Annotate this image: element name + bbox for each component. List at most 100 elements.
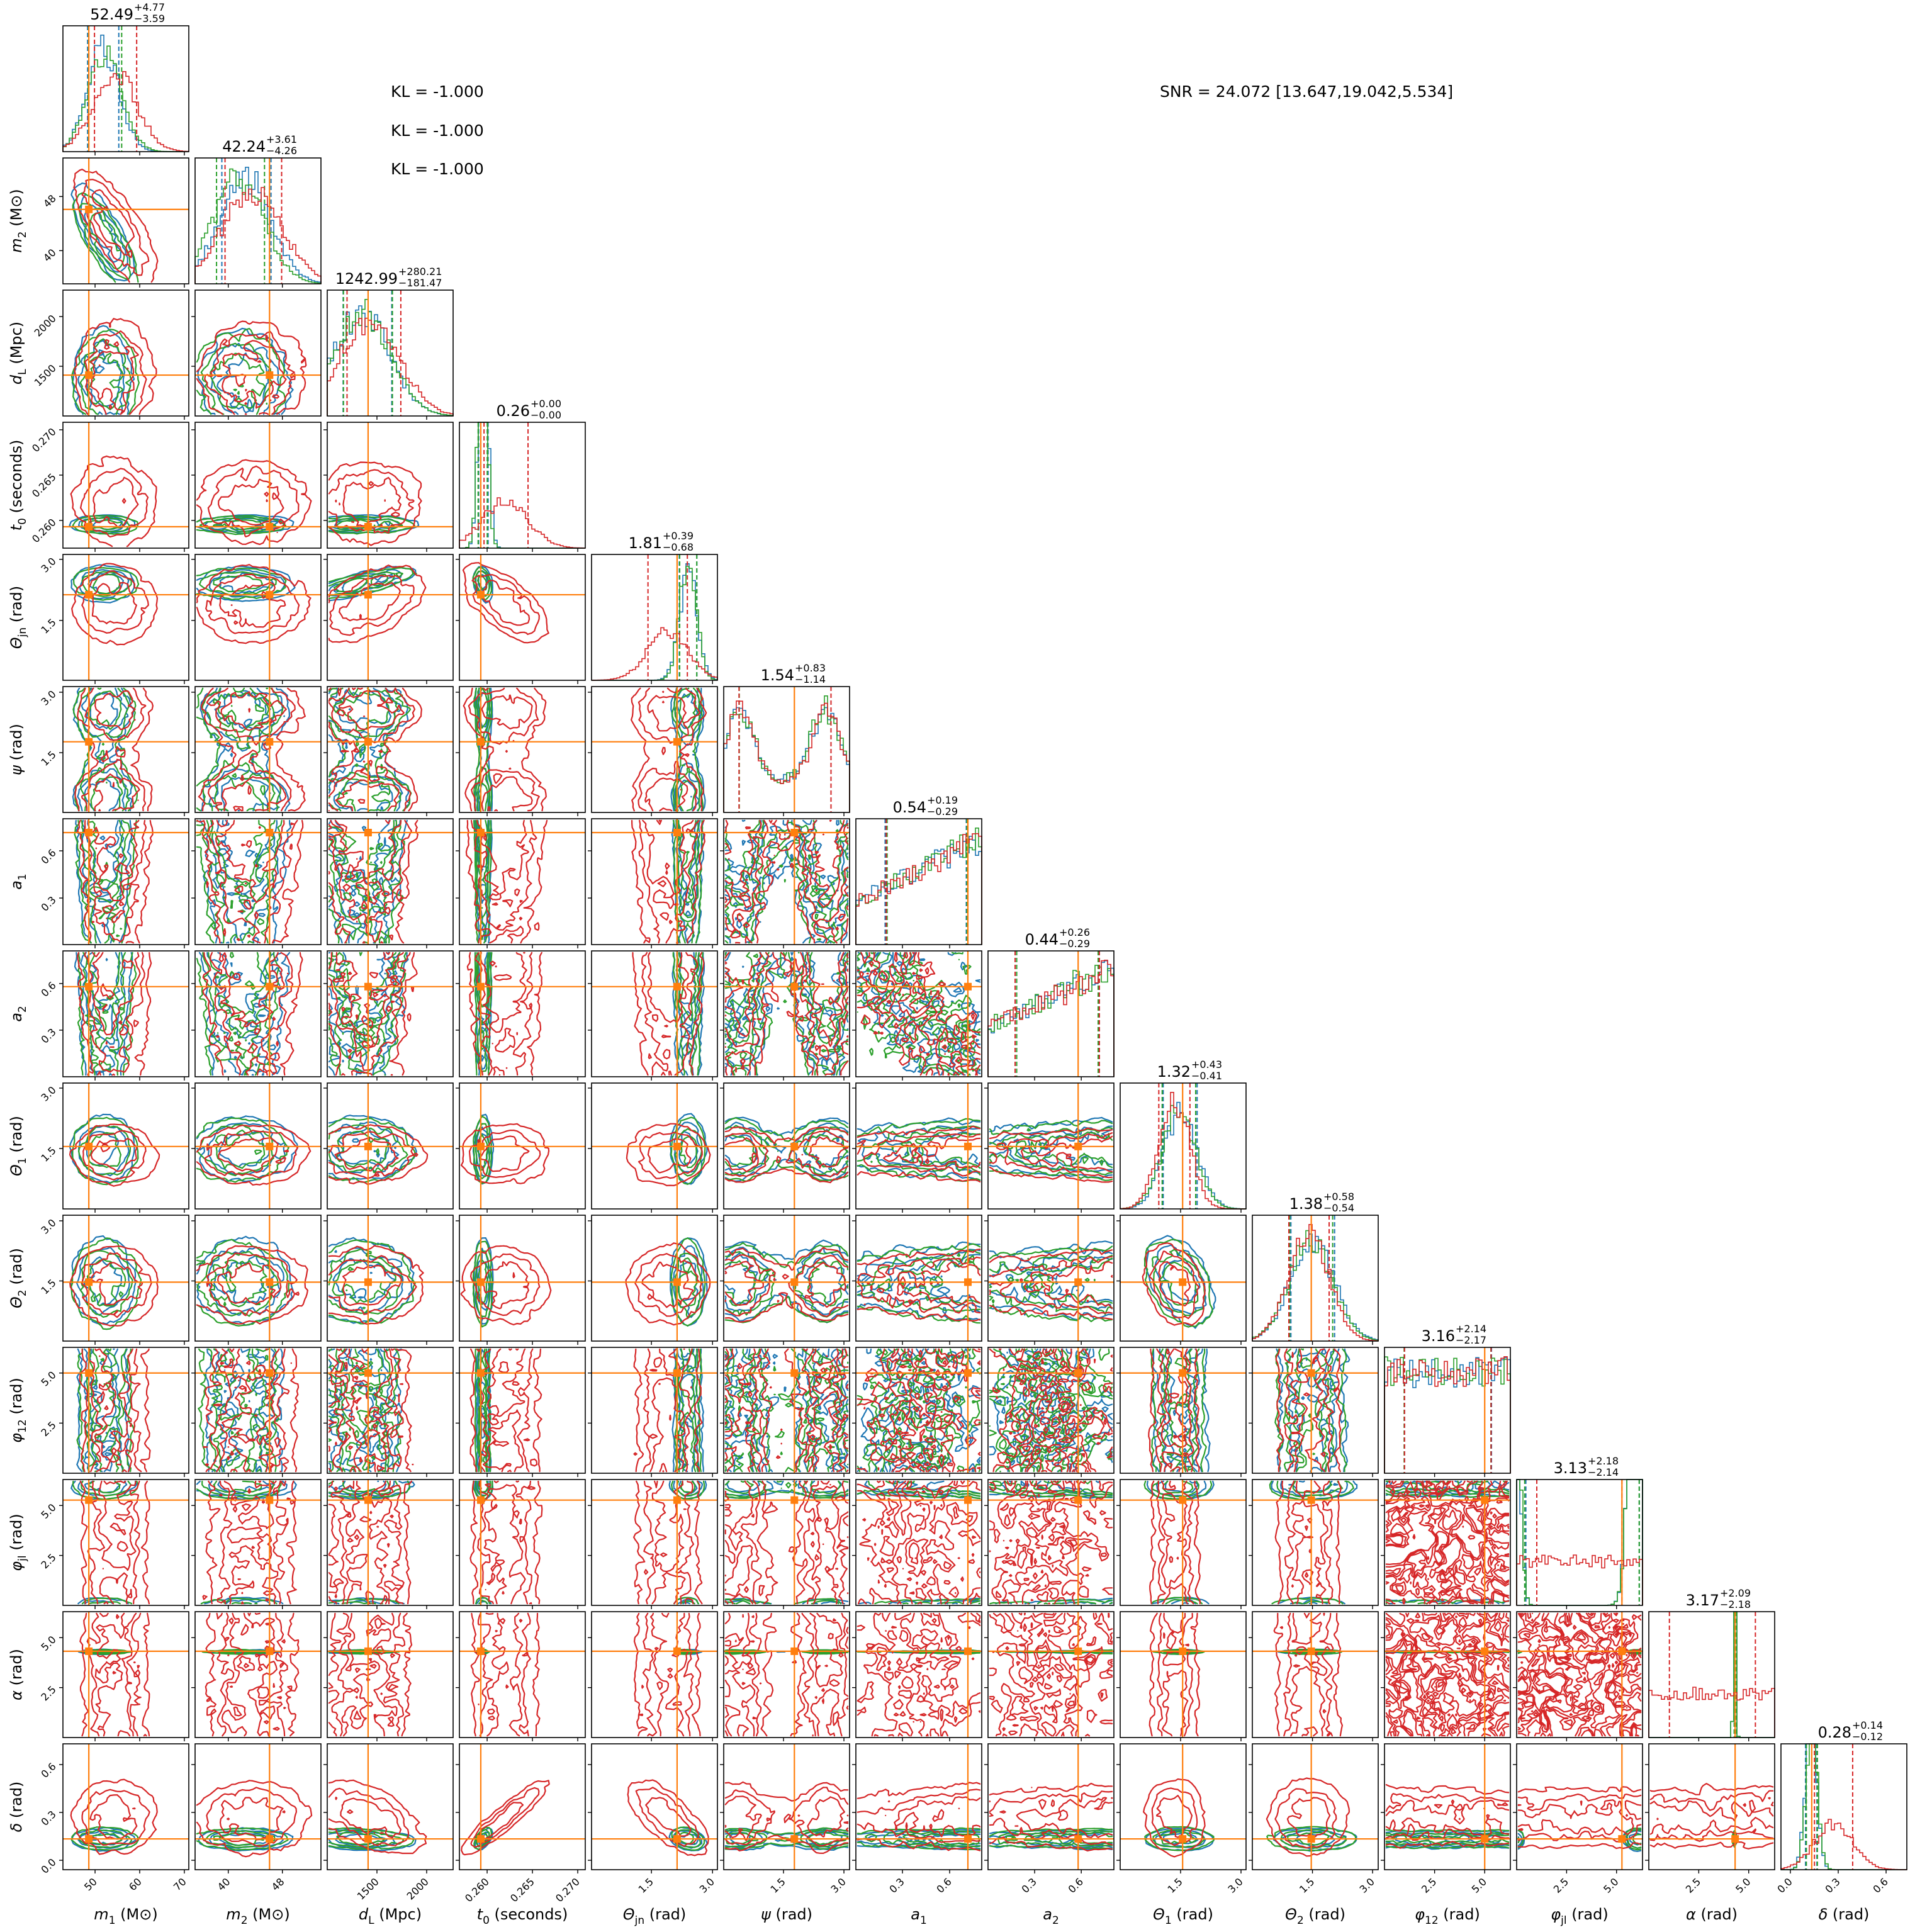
axis-label-unit: (rad) (1439, 1906, 1480, 1923)
y-axis-label-thetajn: Θjn (rad) (8, 586, 29, 649)
y-tick-label: 0.265 (30, 471, 59, 500)
x-axis-label-psi: ψ (rad) (761, 1906, 812, 1923)
truth-marker (1074, 1278, 1082, 1286)
contour-lines-series-3 (633, 1612, 702, 1737)
truth-marker (364, 591, 372, 599)
contour-panel-phijl-vs-alpha (1513, 1611, 1643, 1741)
panel-frame (987, 1215, 1115, 1342)
axis-label-unit: (rad) (8, 724, 25, 765)
panel-frame (1252, 1743, 1379, 1870)
axis-label-unit: (rad) (8, 1514, 25, 1555)
panel-frame (459, 686, 586, 813)
truth-marker (673, 1647, 681, 1655)
histogram-panel-theta1 (1120, 1082, 1247, 1213)
panel-title-minus: −0.41 (1191, 1070, 1222, 1082)
panel-frame (62, 1347, 189, 1474)
contour-lines-series-2 (328, 1239, 416, 1325)
axis-label-unit: (rad) (8, 586, 25, 627)
contour-lines-series-3 (989, 1127, 1113, 1183)
truth-marker (85, 982, 93, 991)
contour-lines-series-3 (198, 687, 306, 812)
axis-label-symbol: a (8, 880, 25, 890)
histogram-panel-delta (1780, 1743, 1907, 1873)
panel-frame (855, 1215, 982, 1342)
axis-label-symbol: a (8, 1013, 25, 1022)
panel-frame (591, 1611, 718, 1738)
contour-lines-series-3 (462, 562, 549, 644)
contour-lines-series-3 (724, 819, 849, 944)
panel-frame (1120, 1347, 1247, 1474)
panel-frame (1648, 1743, 1775, 1870)
axis-label-subscript: 2 (16, 1006, 29, 1013)
contour-lines-series-3 (1517, 1786, 1642, 1850)
contour-panel-psi-vs-a2 (720, 950, 850, 1081)
x-axis-label-phi12: φ12 (rad) (1415, 1906, 1480, 1927)
snr-annotation: SNR = 24.072 [13.647,19.042,5.534] (1160, 82, 1453, 101)
contour-panel-theta1-vs-phi12 (1116, 1347, 1247, 1477)
truth-marker (1307, 1835, 1315, 1843)
contour-panel-m1-vs-theta1 (59, 1082, 189, 1213)
axis-label-unit: (rad) (8, 1248, 25, 1289)
panel-frame (327, 289, 454, 417)
y-axis-label-theta1: Θ1 (rad) (8, 1116, 29, 1176)
histogram-step-series-3 (723, 700, 850, 812)
truth-marker (266, 523, 274, 531)
y-tick-label: 48 (41, 193, 59, 210)
panel-title-plus: +0.19 (927, 794, 958, 806)
contour-panel-m1-vs-dL (59, 289, 189, 420)
contour-panel-phi12-vs-phijl (1381, 1479, 1511, 1609)
panel-title-plus: +0.00 (531, 398, 561, 410)
contour-lines-series-2 (856, 952, 981, 1076)
panel-title-plus: +280.21 (398, 266, 442, 278)
axis-label-symbol: φ (1551, 1906, 1561, 1923)
x-axis-label-dL: dL (Mpc) (359, 1906, 422, 1927)
contour-lines-series-3 (196, 1125, 312, 1186)
x-tick-label: 3.0 (828, 1875, 848, 1895)
contour-lines-series-3 (724, 952, 849, 1076)
panel-frame (62, 422, 189, 549)
truth-marker (1618, 1835, 1626, 1843)
x-tick-label: 0.6 (1870, 1875, 1890, 1895)
truth-marker (1074, 1647, 1082, 1655)
panel-frame (62, 157, 189, 284)
contour-panel-t0-vs-phi12 (456, 1347, 586, 1477)
contour-panel-m1-vs-m2 (59, 157, 189, 288)
truth-marker (85, 1835, 93, 1843)
y-tick-label: 1.5 (38, 616, 58, 636)
panel-frame (327, 1743, 454, 1870)
histogram-step-series-3 (591, 627, 718, 681)
panel-title-value: 0.44 (1025, 931, 1059, 948)
contour-panel-thetajn-vs-psi (588, 686, 718, 816)
contour-lines-series-3 (1517, 1612, 1642, 1737)
contour-lines-series-3 (724, 1126, 849, 1184)
panel-frame (194, 554, 322, 681)
histogram-step-series-2 (1252, 1230, 1379, 1341)
axis-label-symbol: Θ (1153, 1906, 1165, 1923)
x-axis-label-alpha: α (rad) (1686, 1906, 1738, 1923)
axis-label-symbol: Θ (623, 1906, 635, 1923)
x-tick-label: 3.0 (697, 1875, 717, 1895)
axis-label-subscript: 2 (16, 231, 29, 238)
truth-marker (476, 982, 485, 991)
truth-marker (1307, 1647, 1315, 1655)
contour-lines-series-3 (196, 320, 307, 415)
panel-frame (62, 25, 189, 152)
contour-panel-m2-vs-dL (191, 289, 322, 420)
truth-marker (364, 829, 372, 836)
contour-lines-series-3 (196, 819, 304, 944)
panel-frame (723, 818, 850, 945)
truth-marker (790, 1142, 799, 1150)
panel-frame (591, 818, 718, 945)
panel-title-minus: −3.59 (134, 13, 165, 25)
contour-panel-theta1-vs-delta (1116, 1743, 1247, 1873)
panel-frame (855, 1347, 982, 1474)
contour-panel-m2-vs-theta2 (191, 1215, 322, 1345)
axis-label-unit: (rad) (8, 1116, 25, 1157)
histogram-step-series-3 (1516, 1554, 1643, 1605)
truth-marker (85, 205, 93, 213)
panel-frame (1120, 1611, 1247, 1738)
x-axis-label-a1: a1 (911, 1906, 927, 1927)
x-tick-label: 2000 (405, 1875, 431, 1902)
contour-lines-series-3 (1385, 1612, 1510, 1737)
